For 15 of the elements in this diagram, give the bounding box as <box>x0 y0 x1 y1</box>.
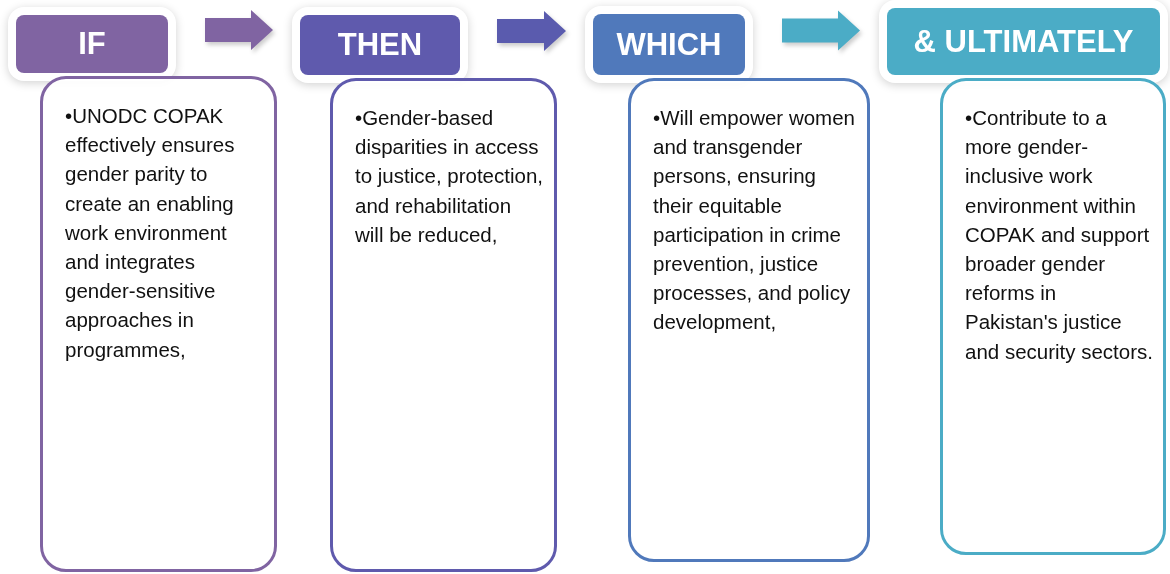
bullet-text: •Will empower women and transgender persons, ensuring their equitable participation in crime prevention, justice processes, and policy development, <box>653 105 856 336</box>
bullet-text: •UNODC COPAK effectively ensures gender parity to create an enabling work environment and integrates gender-sensitive approaches in programmes, <box>65 103 236 363</box>
stage-title: WHICH <box>616 26 722 63</box>
block-arrow <box>782 10 860 51</box>
text-card <box>940 78 1166 555</box>
text-card <box>628 78 870 562</box>
bullet-text: •Contribute to a more gender-inclusive work environment within COPAK and support broader gender reforms in Pakistan's justice and security sectors. <box>965 105 1153 365</box>
stage-title: IF <box>78 26 106 62</box>
stage-title: & ULTIMATELY <box>913 23 1134 60</box>
block-arrow <box>497 11 566 51</box>
block-arrow <box>205 10 273 50</box>
bullet-text: •Gender-based disparities in access to justice, protection, and rehabilitation will be reduced, <box>355 105 544 248</box>
text-card <box>330 78 557 572</box>
stage-title: THEN <box>337 27 423 63</box>
text-card <box>40 76 277 572</box>
